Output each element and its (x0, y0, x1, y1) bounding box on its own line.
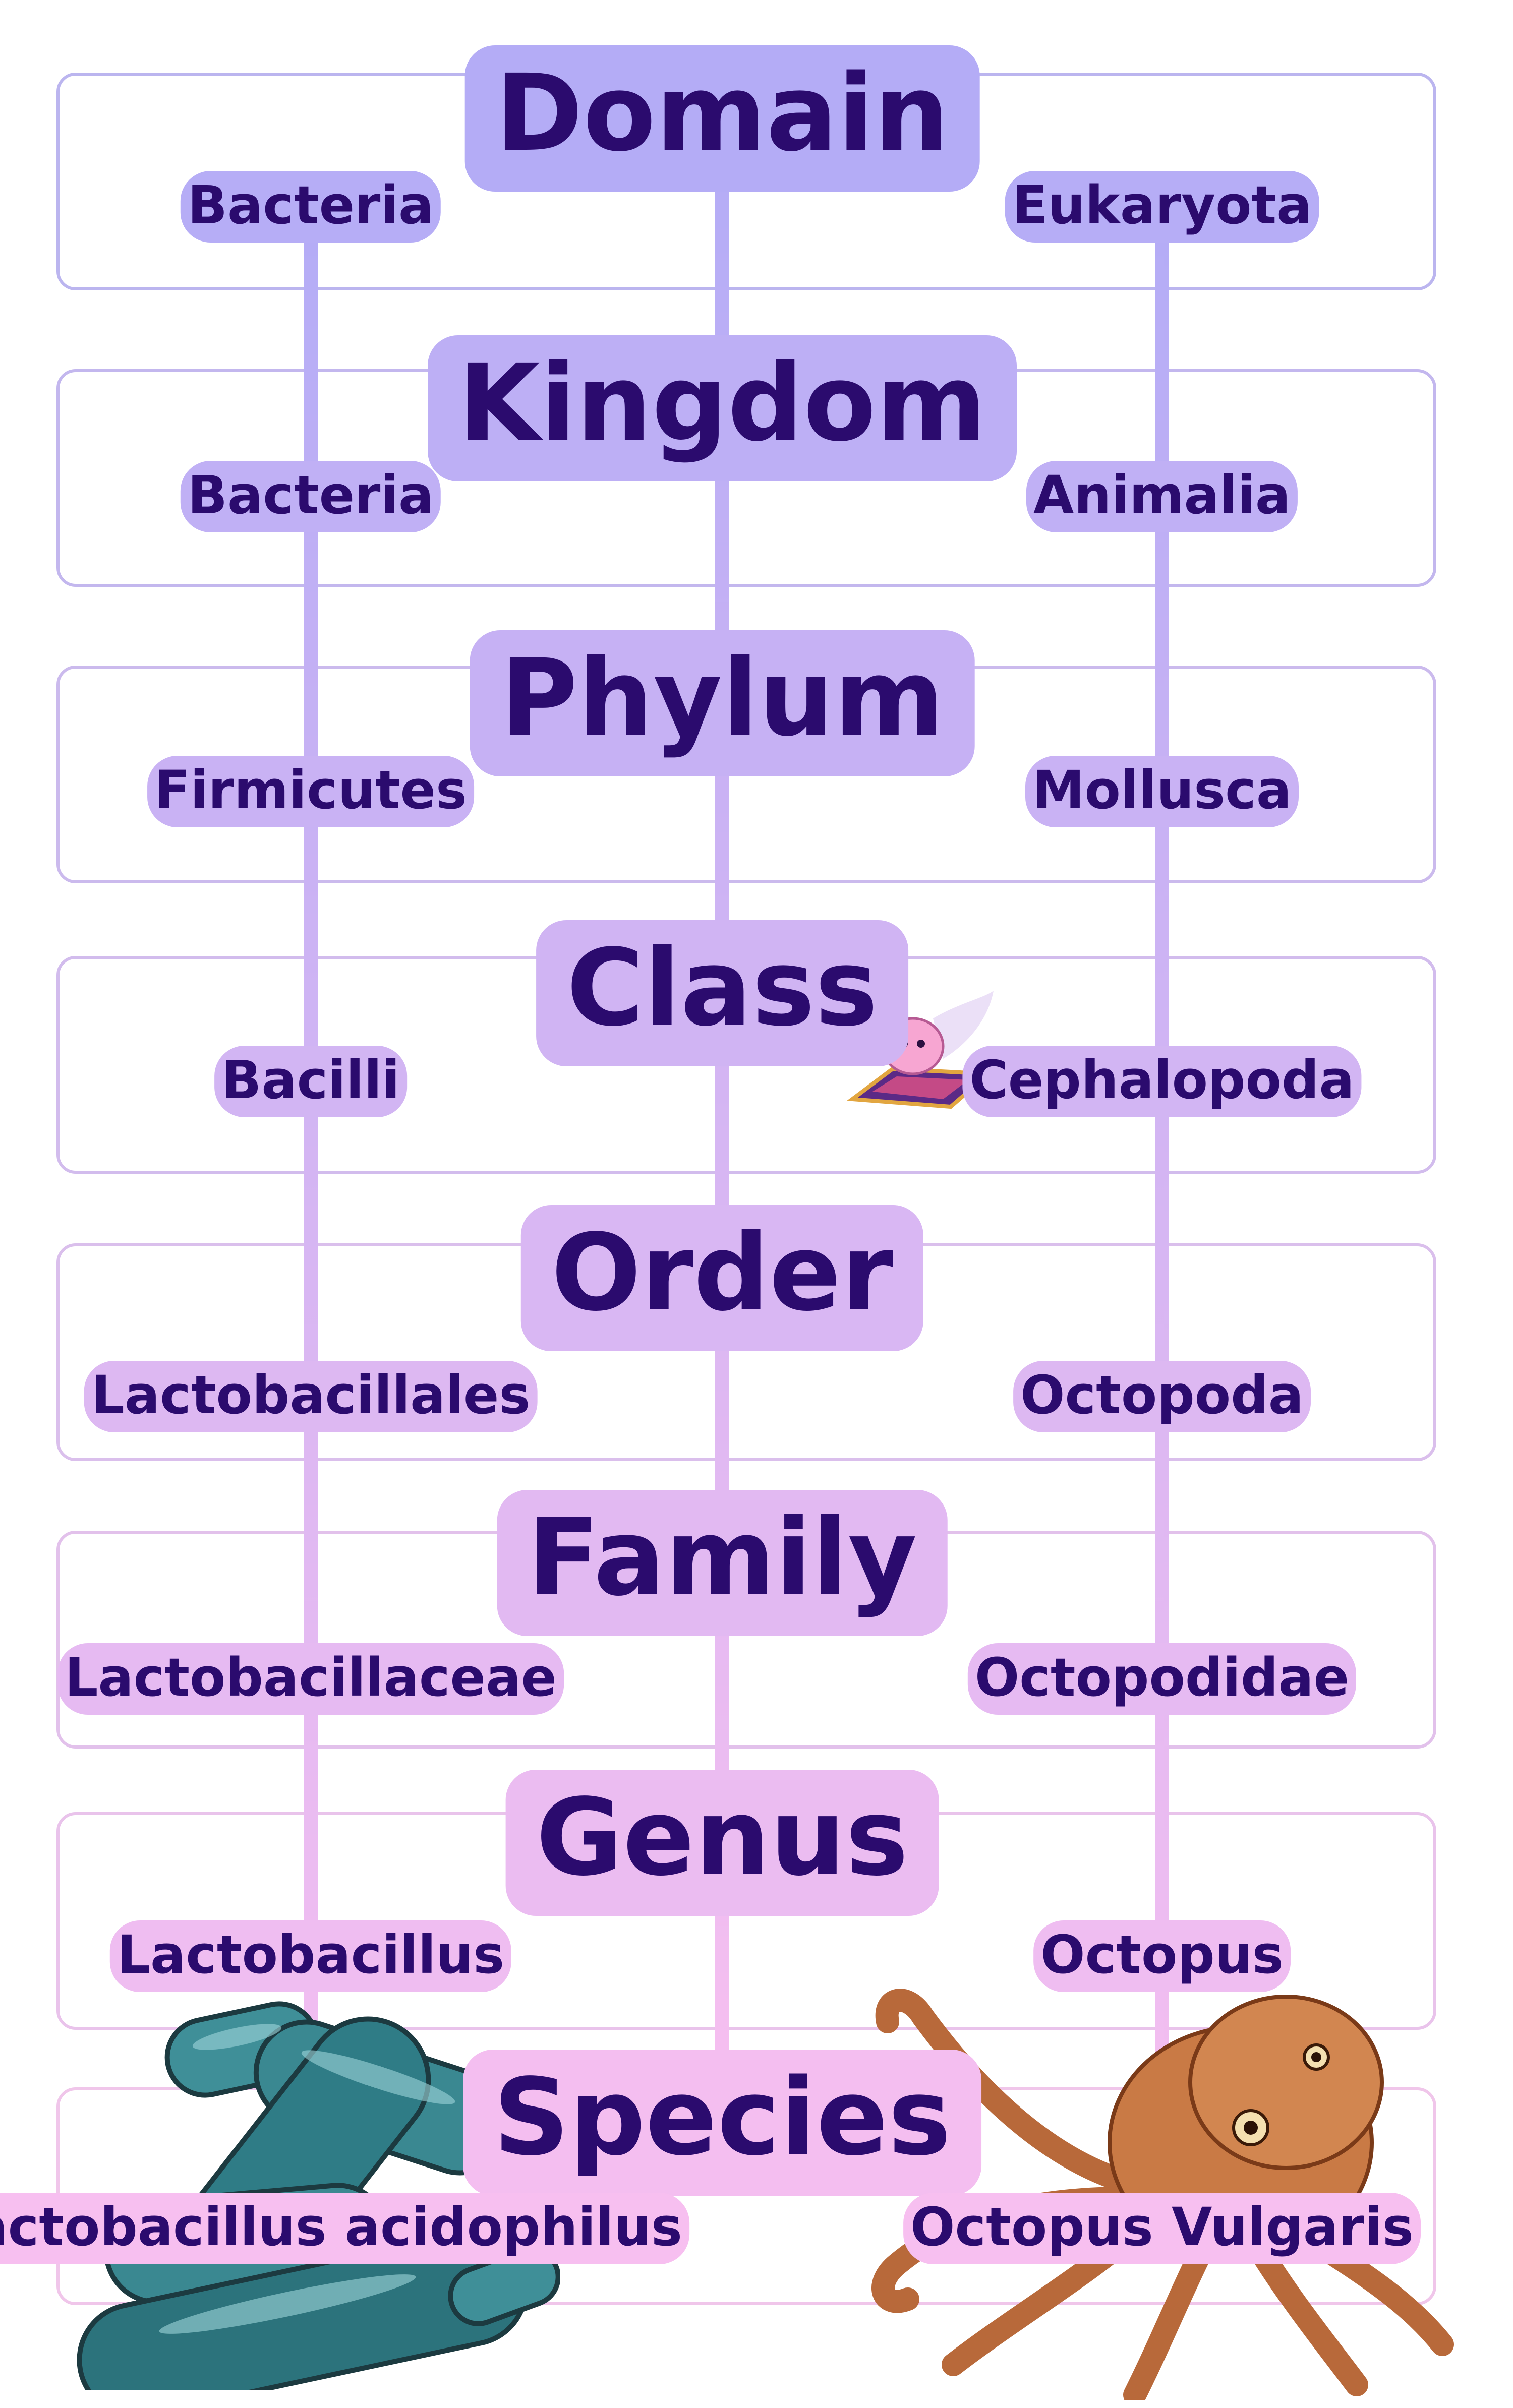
bacteria-taxon-species: Lactobacillus acidophilus (0, 2193, 689, 2264)
rank-title-domain: Domain (464, 45, 980, 192)
rank-title-class: Class (536, 920, 908, 1066)
bacteria-taxon-domain: Bacteria (180, 171, 441, 243)
bacteria-taxon-class: Bacilli (214, 1046, 407, 1117)
rank-title-family: Family (497, 1490, 948, 1636)
octopus-taxon-species: Octopus Vulgaris (903, 2193, 1421, 2264)
octopus-taxon-kingdom: Animalia (1026, 461, 1298, 532)
octopus-taxon-order: Octopoda (1013, 1361, 1311, 1432)
rank-title-species: Species (463, 2050, 981, 2196)
bacteria-taxon-phylum: Firmicutes (147, 756, 474, 827)
bacteria-taxon-order: Lactobacillales (84, 1361, 538, 1432)
bacteria-taxon-genus: Lactobacillus (109, 1920, 512, 1992)
bacteria-taxon-family: Lactobacillaceae (57, 1643, 564, 1715)
octopus-taxon-family: Octopodidae (967, 1643, 1357, 1715)
bacteria-taxon-kingdom: Bacteria (180, 461, 441, 532)
rank-title-genus: Genus (505, 1770, 939, 1916)
rank-title-phylum: Phylum (470, 630, 975, 776)
rank-title-order: Order (520, 1205, 924, 1351)
octopus-taxon-domain: Eukaryota (1005, 171, 1319, 243)
rank-title-kingdom: Kingdom (428, 335, 1017, 481)
octopus-taxon-phylum: Mollusca (1025, 756, 1299, 827)
octopus-taxon-genus: Octopus (1033, 1920, 1291, 1992)
octopus-taxon-class: Cephalopoda (962, 1046, 1362, 1117)
